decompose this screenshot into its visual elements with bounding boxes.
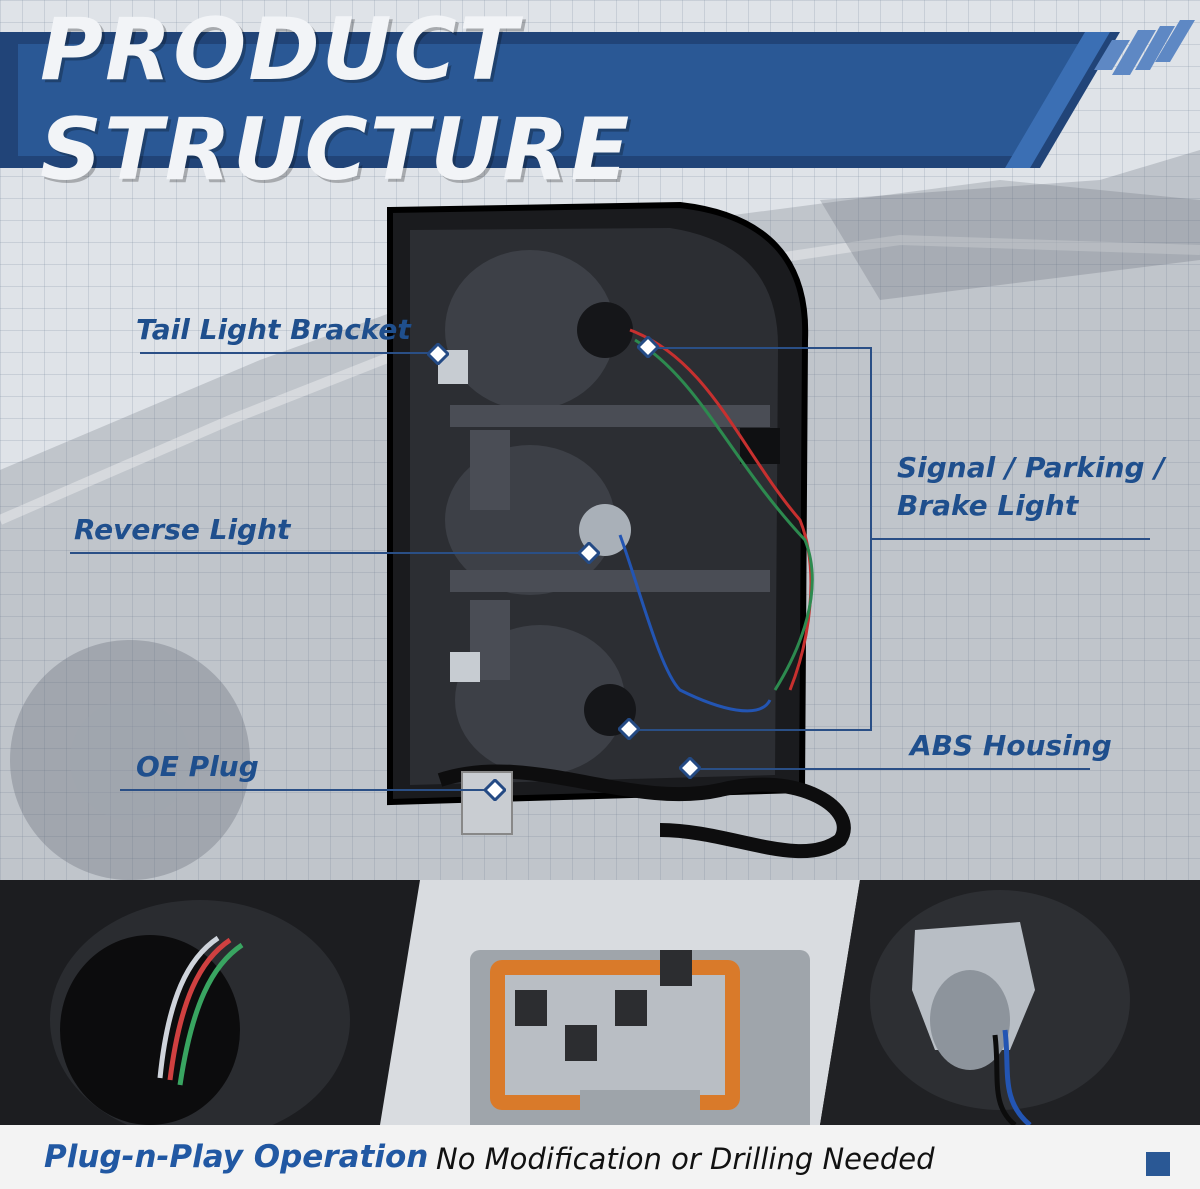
callout-line-signal-bottom	[630, 729, 872, 731]
callout-line-oe	[120, 789, 495, 791]
label-reverse-light: Reverse Light	[74, 513, 291, 546]
diamond-marker-icon	[578, 542, 600, 564]
detail-photos	[0, 880, 1200, 1150]
title-banner	[0, 20, 1195, 168]
label-signal-line1: Signal / Parking /	[897, 451, 1165, 484]
footer-title: Plug-n-Play Operation	[44, 1139, 429, 1175]
callout-line-abs	[690, 768, 1090, 770]
callout-line-signal	[870, 538, 1150, 540]
label-abs-housing: ABS Housing	[910, 729, 1112, 762]
callout-line-bracket	[140, 352, 440, 354]
wheel-shape	[10, 640, 250, 880]
label-oe-plug: OE Plug	[136, 750, 259, 783]
diamond-marker-icon	[637, 336, 659, 358]
footer-subtitle: No Modification or Drilling Needed	[436, 1142, 935, 1176]
detail-photo-strip	[0, 880, 1200, 1150]
label-signal-line2: Brake Light	[897, 489, 1079, 522]
label-tail-light-bracket: Tail Light Bracket	[136, 313, 411, 346]
diamond-marker-icon	[679, 757, 701, 779]
diamond-marker-icon	[618, 718, 640, 740]
footer-square-icon	[1146, 1152, 1170, 1176]
diamond-marker-icon	[484, 779, 506, 801]
callout-line-signal-top	[648, 347, 870, 349]
page-title: PRODUCT STRUCTURE	[40, 0, 632, 200]
diamond-marker-icon	[427, 343, 449, 365]
footer-bar: Plug-n-Play Operation No Modification or…	[0, 1125, 1200, 1189]
callout-line-reverse	[70, 552, 590, 554]
tail-light-image	[387, 201, 851, 859]
